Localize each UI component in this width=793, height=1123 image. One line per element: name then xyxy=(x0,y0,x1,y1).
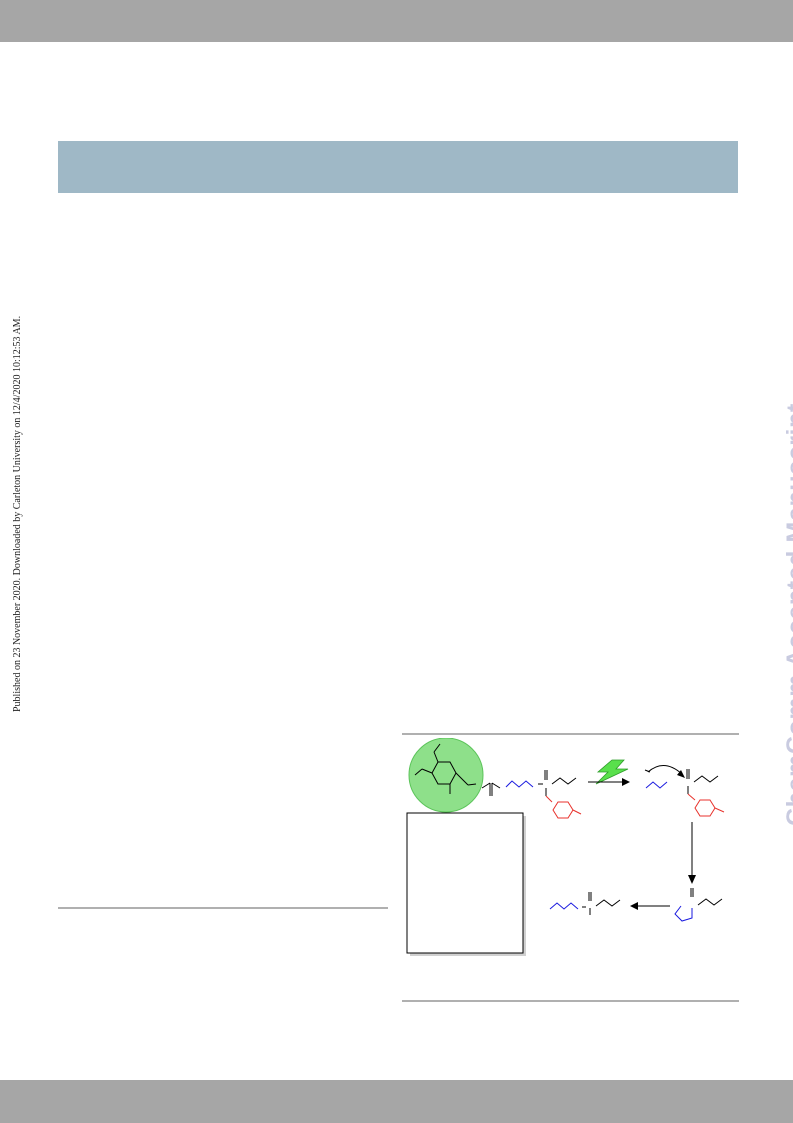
tolyl-group-2 xyxy=(687,793,725,817)
sulfonyl-group-2 xyxy=(686,769,719,794)
reaction-arrow-2 xyxy=(688,822,696,884)
inset-box xyxy=(406,812,526,956)
page-footer-bar xyxy=(0,1080,793,1123)
reaction-arrow-1 xyxy=(588,778,630,786)
column-footnote-rule xyxy=(58,907,388,909)
sulfonyl-group-1 xyxy=(538,770,577,796)
reaction-arrow-3 xyxy=(630,902,670,910)
tolyl-group-1 xyxy=(545,795,582,819)
alkyl-chain-1 xyxy=(505,780,534,788)
carbonyl-group xyxy=(481,782,501,796)
reaction-scheme xyxy=(406,738,725,956)
journal-banner xyxy=(58,141,738,193)
accepted-manuscript-watermark: ChemComm Accepted Manuscript xyxy=(782,403,793,826)
rearrangement-curved-arrow xyxy=(647,765,683,775)
photocatalyst-circle xyxy=(408,738,484,813)
cyclic-intermediate xyxy=(674,888,723,922)
scheme-top-rule xyxy=(402,733,739,735)
light-bolt-icon xyxy=(595,759,629,785)
download-note: Published on 23 November 2020. Downloade… xyxy=(12,315,23,712)
product-structure xyxy=(549,892,621,915)
scheme-bottom-rule xyxy=(402,1000,739,1002)
alkyl-chain-2 xyxy=(645,781,668,789)
page-header-bar xyxy=(0,0,793,42)
